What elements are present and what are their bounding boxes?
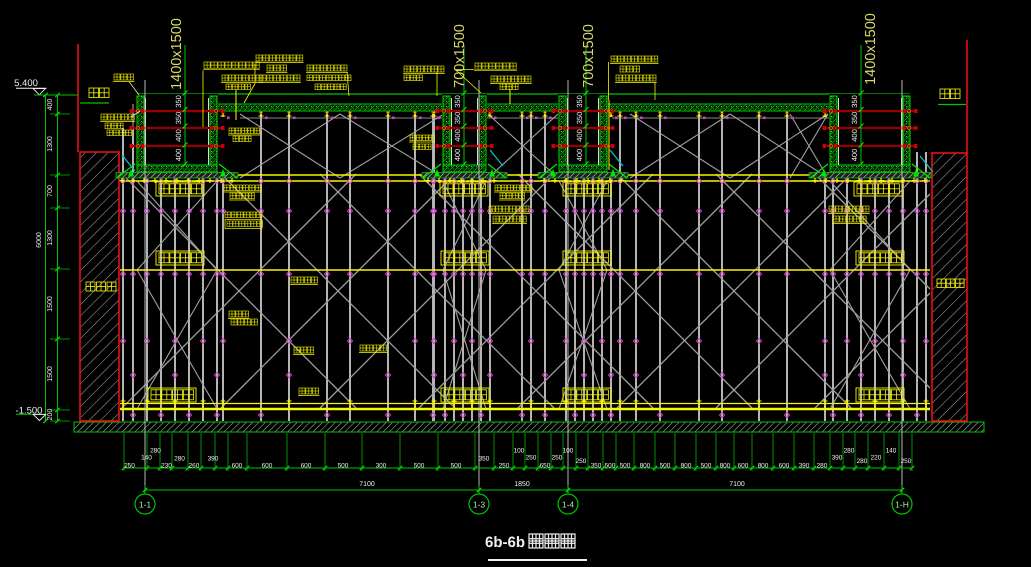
- svg-text:1850: 1850: [514, 481, 530, 488]
- svg-text:400: 400: [174, 149, 183, 162]
- svg-text:6b-6b: 6b-6b: [485, 534, 525, 551]
- svg-text:400: 400: [174, 129, 183, 142]
- svg-text:500: 500: [451, 463, 462, 470]
- svg-text:400: 400: [575, 129, 584, 142]
- svg-text:200: 200: [47, 409, 54, 421]
- svg-text:280: 280: [817, 463, 828, 470]
- svg-text:250: 250: [526, 455, 537, 462]
- svg-text:280: 280: [844, 448, 855, 455]
- svg-text:400: 400: [575, 149, 584, 162]
- svg-text:350: 350: [479, 456, 490, 463]
- svg-text:700x1500: 700x1500: [581, 24, 597, 88]
- svg-text:350: 350: [453, 112, 462, 125]
- svg-text:800: 800: [720, 463, 731, 470]
- svg-text:400: 400: [850, 129, 859, 142]
- svg-text:800: 800: [758, 463, 769, 470]
- svg-text:300: 300: [376, 463, 387, 470]
- svg-text:280: 280: [150, 448, 161, 455]
- svg-text:350: 350: [174, 112, 183, 125]
- svg-text:350: 350: [453, 95, 462, 108]
- svg-text:600: 600: [738, 463, 749, 470]
- svg-text:600: 600: [301, 463, 312, 470]
- svg-text:350: 350: [591, 463, 602, 470]
- svg-text:250: 250: [552, 455, 563, 462]
- svg-text:1-H: 1-H: [895, 500, 909, 510]
- svg-text:350: 350: [850, 112, 859, 125]
- svg-text:1300: 1300: [47, 136, 54, 152]
- svg-text:500: 500: [620, 463, 631, 470]
- svg-text:500: 500: [338, 463, 349, 470]
- svg-text:100: 100: [514, 448, 525, 455]
- svg-text:1500: 1500: [47, 366, 54, 382]
- svg-text:250: 250: [499, 463, 510, 470]
- svg-text:350: 350: [575, 95, 584, 108]
- svg-text:260: 260: [189, 463, 200, 470]
- svg-text:140: 140: [886, 448, 897, 455]
- svg-text:230: 230: [161, 463, 172, 470]
- svg-text:1500: 1500: [47, 296, 54, 312]
- svg-text:390: 390: [799, 463, 810, 470]
- svg-text:400: 400: [453, 149, 462, 162]
- svg-text:280: 280: [174, 456, 185, 463]
- svg-text:1400x1500: 1400x1500: [169, 18, 185, 90]
- svg-text:1-4: 1-4: [562, 500, 575, 510]
- svg-text:350: 350: [174, 95, 183, 108]
- svg-text:600: 600: [779, 463, 790, 470]
- svg-text:350: 350: [575, 112, 584, 125]
- svg-text:100: 100: [563, 448, 574, 455]
- svg-text:7100: 7100: [729, 481, 745, 488]
- svg-text:500: 500: [701, 463, 712, 470]
- svg-text:250: 250: [901, 458, 912, 465]
- svg-text:400: 400: [850, 149, 859, 162]
- svg-text:220: 220: [871, 455, 882, 462]
- svg-text:700: 700: [47, 185, 54, 197]
- svg-text:280: 280: [857, 458, 868, 465]
- svg-text:500: 500: [414, 463, 425, 470]
- svg-text:390: 390: [208, 456, 219, 463]
- svg-text:500: 500: [605, 463, 616, 470]
- svg-text:6000: 6000: [36, 232, 43, 248]
- svg-text:650: 650: [540, 463, 551, 470]
- svg-text:7100: 7100: [359, 481, 375, 488]
- svg-text:-1.500: -1.500: [16, 406, 43, 417]
- svg-text:350: 350: [850, 95, 859, 108]
- svg-text:800: 800: [681, 463, 692, 470]
- svg-text:400: 400: [47, 99, 54, 111]
- svg-text:1-3: 1-3: [473, 500, 486, 510]
- svg-text:1300: 1300: [47, 230, 54, 246]
- svg-text:600: 600: [232, 463, 243, 470]
- svg-text:700x1500: 700x1500: [452, 24, 468, 88]
- svg-text:250: 250: [576, 458, 587, 465]
- svg-text:1400x1500: 1400x1500: [863, 13, 879, 85]
- svg-text:800: 800: [640, 463, 651, 470]
- svg-text:5.400: 5.400: [14, 78, 38, 89]
- svg-text:140: 140: [141, 455, 152, 462]
- svg-text:500: 500: [660, 463, 671, 470]
- svg-text:1-1: 1-1: [139, 500, 152, 510]
- svg-text:390: 390: [832, 455, 843, 462]
- svg-text:400: 400: [453, 129, 462, 142]
- svg-text:250: 250: [124, 463, 135, 470]
- svg-text:600: 600: [262, 463, 273, 470]
